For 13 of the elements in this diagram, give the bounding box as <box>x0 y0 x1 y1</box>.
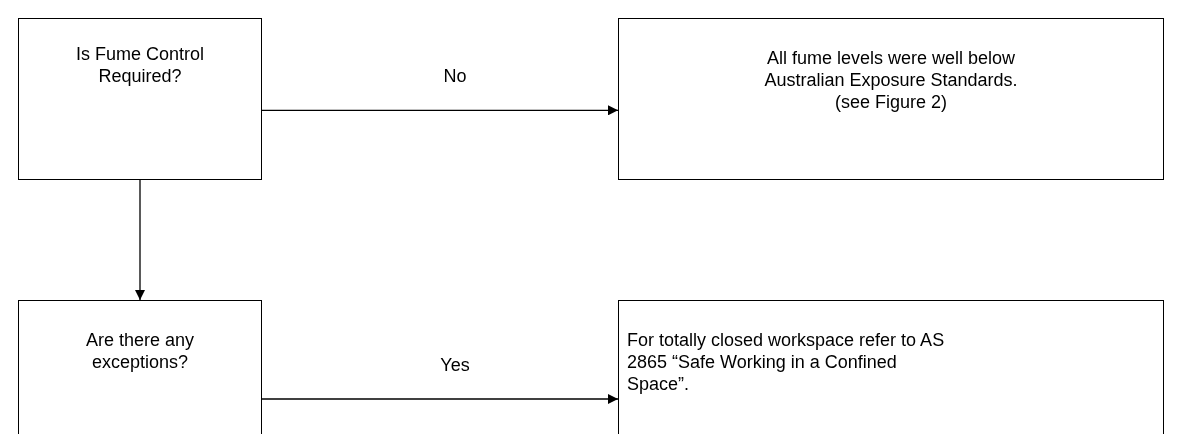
box-text: Is Fume Control Required? <box>75 43 205 87</box>
arrow <box>135 179 145 301</box>
process-box <box>18 300 262 434</box>
edge-label: No <box>443 65 467 88</box>
process-box <box>618 300 1164 434</box>
process-box <box>618 18 1164 180</box>
box-text: All fume levels were well below Australian Exposure Standards. (see Figure 2) <box>763 47 1019 113</box>
box-text: Are there any exceptions? <box>84 329 196 373</box>
process-box <box>18 18 262 180</box>
arrow <box>261 105 619 116</box>
box-text: For totally closed workspace refer to AS 2865 “Safe Working in a Confined Space”. <box>626 329 946 395</box>
arrow <box>261 394 619 404</box>
edge-label: Yes <box>440 354 470 376</box>
